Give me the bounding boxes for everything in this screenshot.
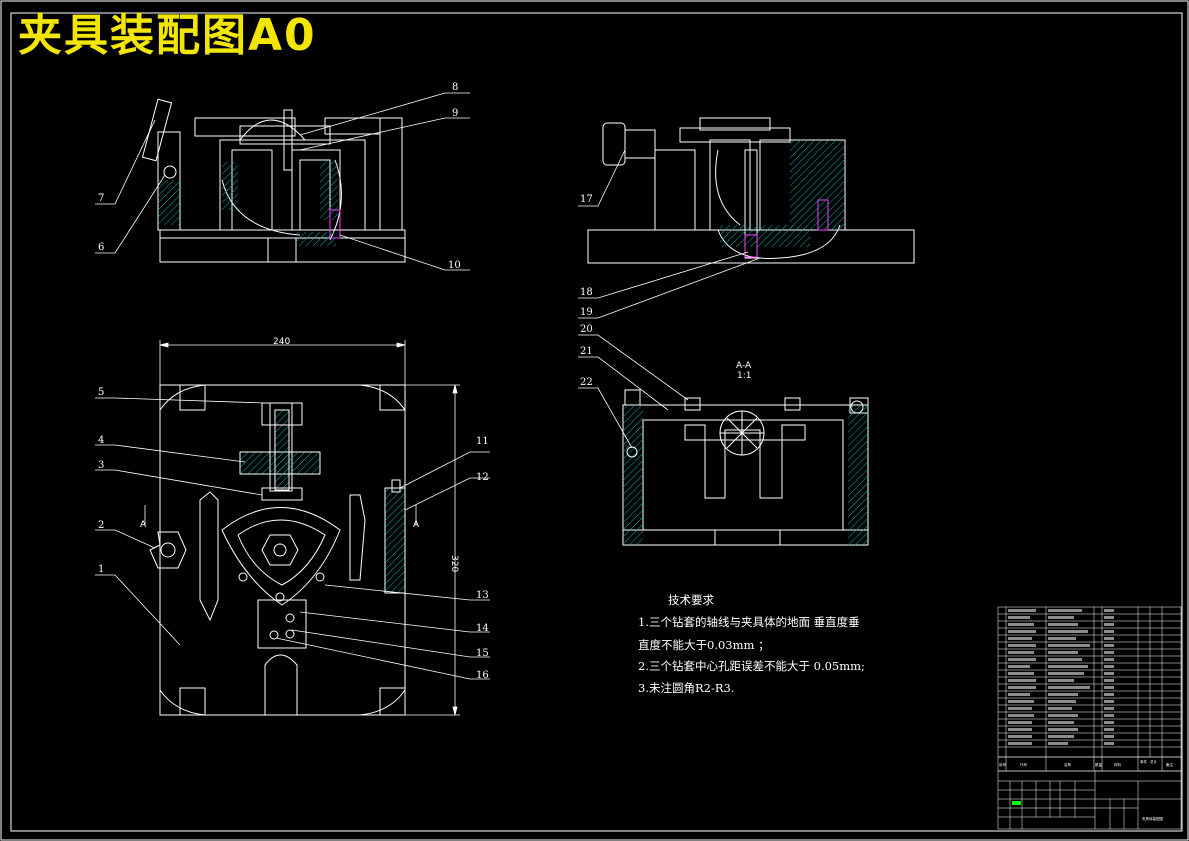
callout-7: 7 [98,193,104,204]
callout-1: 1 [98,564,104,575]
top-view-leaders [95,397,490,680]
callout-14: 14 [476,623,489,634]
header-col-unit: 单件 [1140,759,1148,764]
section-aa-view [622,389,869,546]
callout-15: 15 [476,648,489,659]
header-col-no: 序号 [999,762,1007,767]
side-view [587,117,915,264]
callout-18: 18 [580,287,593,298]
callout-8: 8 [452,82,458,93]
sheet-title: 夹具装配图A0 [18,10,317,61]
tech-req-line-3: 2.三个钻套中心孔距误差不能大于 0.05mm; [638,659,865,673]
callout-22: 22 [580,377,593,388]
callout-numbers: 1 2 3 4 5 6 7 8 9 10 11 12 13 14 15 16 1… [98,82,593,681]
dimension-height: 320 [449,555,459,572]
header-col-code: 代号 [1020,762,1028,767]
tech-req-heading: 技术要求 [668,593,714,607]
front-view [141,98,406,263]
section-marker-left: A [140,520,147,530]
callout-19: 19 [580,307,593,318]
callout-2: 2 [98,520,104,531]
parts-list-header-text: 序号 代号 名称 数量 材料 单件 总计 备注 [999,759,1174,767]
callout-21: 21 [580,346,593,357]
side-view-leaders [578,149,761,319]
callout-16: 16 [476,670,489,681]
callout-20: 20 [580,324,593,335]
section-label: A-A [736,361,752,371]
title-block [997,770,1182,830]
section-aa-leaders [578,334,689,449]
tech-req-line-4: 3.未注圆角R2-R3. [638,681,735,695]
callout-17: 17 [580,194,593,205]
callout-5: 5 [98,387,104,398]
callout-12: 12 [476,472,489,483]
callout-11: 11 [476,436,489,447]
header-col-name: 名称 [1064,762,1072,767]
callout-10: 10 [448,260,461,271]
dimension-width: 240 [273,337,290,347]
header-col-material: 材料 [1114,762,1122,767]
header-col-qty: 数量 [1095,762,1103,767]
front-view-leaders [95,92,470,271]
tech-req-line-1: 1.三个钻套的轴线与夹具体的地面 垂直度垂 [638,615,860,629]
tech-req-line-2: 直度不能大于0.03mm ； [638,638,770,652]
dimension-lines [144,340,460,716]
callout-13: 13 [476,590,489,601]
callout-9: 9 [452,108,458,119]
section-marker-right: A [413,520,420,530]
header-col-remark: 备注 [1166,762,1174,767]
top-view [149,384,406,716]
drawing-name: 夹具体装配图 [1142,816,1163,821]
section-scale: 1:1 [737,371,751,381]
header-col-total: 总计 [1150,759,1158,764]
callout-4: 4 [98,435,104,446]
parts-list-fill [1008,609,1114,745]
callout-3: 3 [98,460,104,471]
title-block-green-mark [1012,801,1021,805]
callout-6: 6 [98,242,104,253]
inner-border [10,12,1183,832]
